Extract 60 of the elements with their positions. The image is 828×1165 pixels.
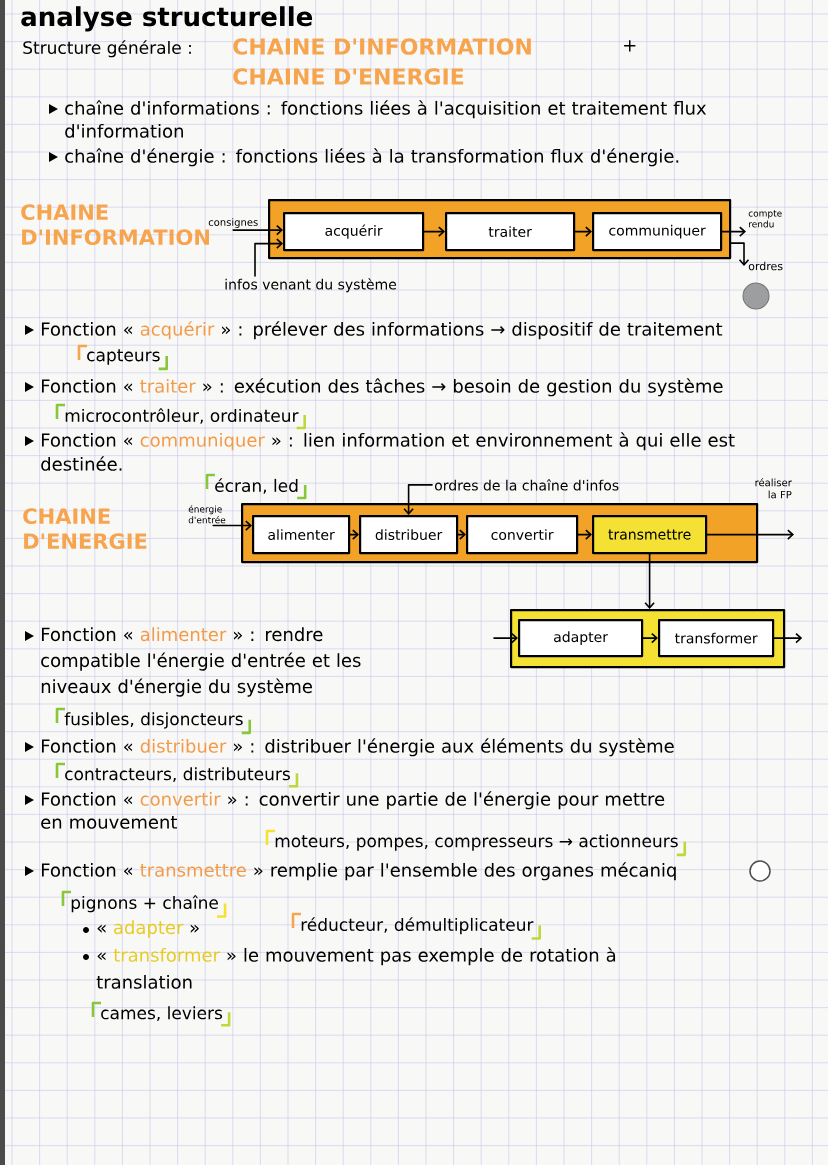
example-note: écran, led [205, 473, 307, 500]
arrow [403, 484, 433, 515]
band-heading: CHAINE D'INFORMATION [21, 204, 209, 246]
function-box: transmettre [592, 515, 708, 555]
example-note: pignons + chaîne [61, 890, 227, 918]
arrow [577, 529, 592, 540]
paragraph: Fonction « acquérir » : prélever des informations → dispositif de traitement [41, 321, 723, 340]
band-heading: CHAINE D'ENERGIE [23, 508, 147, 550]
paragraph: Fonction « distribuer » : distribuer l'énergie aux éléments du système [41, 738, 674, 757]
function-box: transformer [658, 619, 775, 658]
arrow [773, 632, 803, 644]
arrow [644, 553, 655, 609]
paragraph: Fonction « traiter » : exécution des tâches → besoin de gestion du système [41, 378, 723, 397]
paragraph: Fonction « transmettre » remplie par l'ensemble des organes mécaniq [41, 862, 676, 881]
function-box: adapter [518, 619, 644, 658]
example-note: contracteurs, distributeurs [55, 762, 299, 788]
function-box: distribuer [359, 515, 459, 555]
title: analyse structurelle [21, 6, 313, 32]
bullet-text: « transformer » le mouvement pas exemple de rotation à translation [96, 947, 616, 989]
arrow [721, 226, 746, 237]
arrow [254, 238, 283, 277]
paragraph: Fonction « communiquer » : lien information et environnement à qui elle est destinée. [41, 432, 735, 471]
plus-sign: + [624, 40, 636, 52]
arrow [212, 520, 252, 531]
example-note: moteurs, pompes, compresseurs → actionneurs [265, 829, 687, 857]
example-note: fusibles, disjoncteurs [55, 707, 252, 735]
paragraph: Fonction « alimenter » : rendre compatible l'énergie d'entrée et les niveaux d'énergie du système [41, 627, 361, 697]
function-box: alimenter [252, 515, 351, 555]
example-note: cames, leviers [91, 1001, 231, 1027]
function-box: traiter [445, 212, 576, 252]
flow-label: ordres de la chaîne d'infos [434, 479, 619, 491]
example-note: réducteur, démultiplicateur [291, 912, 541, 940]
arrow [706, 529, 794, 540]
flow-label: ordres [748, 261, 783, 271]
label: Fonction « [41, 432, 133, 447]
arrow [730, 242, 750, 266]
arrow [423, 226, 445, 237]
subtitle: Structure générale : [23, 40, 191, 58]
label: communiquer [140, 432, 265, 451]
function-box: convertir [466, 515, 579, 555]
arrow [232, 224, 283, 236]
flow-label: énergie d'entrée [188, 505, 226, 524]
flow-label: compte rendu [748, 210, 782, 228]
arrow [574, 226, 592, 237]
bullet-text: chaîne d'énergie : fonctions liées à la transformation flux d'énergie. [65, 148, 679, 167]
label: destinée. [41, 456, 122, 471]
flow-label: infos venant du système [225, 278, 397, 293]
heading: CHAINE D'INFORMATION [233, 38, 531, 55]
heading: CHAINE D'ENERGIE [233, 68, 464, 85]
example-note: capteurs [77, 344, 168, 371]
function-box: communiquer [592, 212, 723, 252]
flow-label: réaliser la FP [755, 478, 792, 499]
bullet-text: « adapter » [97, 920, 199, 938]
flow-label: consignes [208, 218, 258, 228]
example-note: microcontrôleur, ordinateur [55, 403, 306, 430]
function-box: acquérir [283, 212, 425, 252]
paragraph: Fonction « convertir » : convertir une partie de l'énergie pour mettre en mouvement [41, 791, 665, 829]
arrow [642, 632, 658, 644]
label: » : lien information et environnement à qui elle est [272, 432, 735, 451]
arrow [493, 632, 518, 644]
